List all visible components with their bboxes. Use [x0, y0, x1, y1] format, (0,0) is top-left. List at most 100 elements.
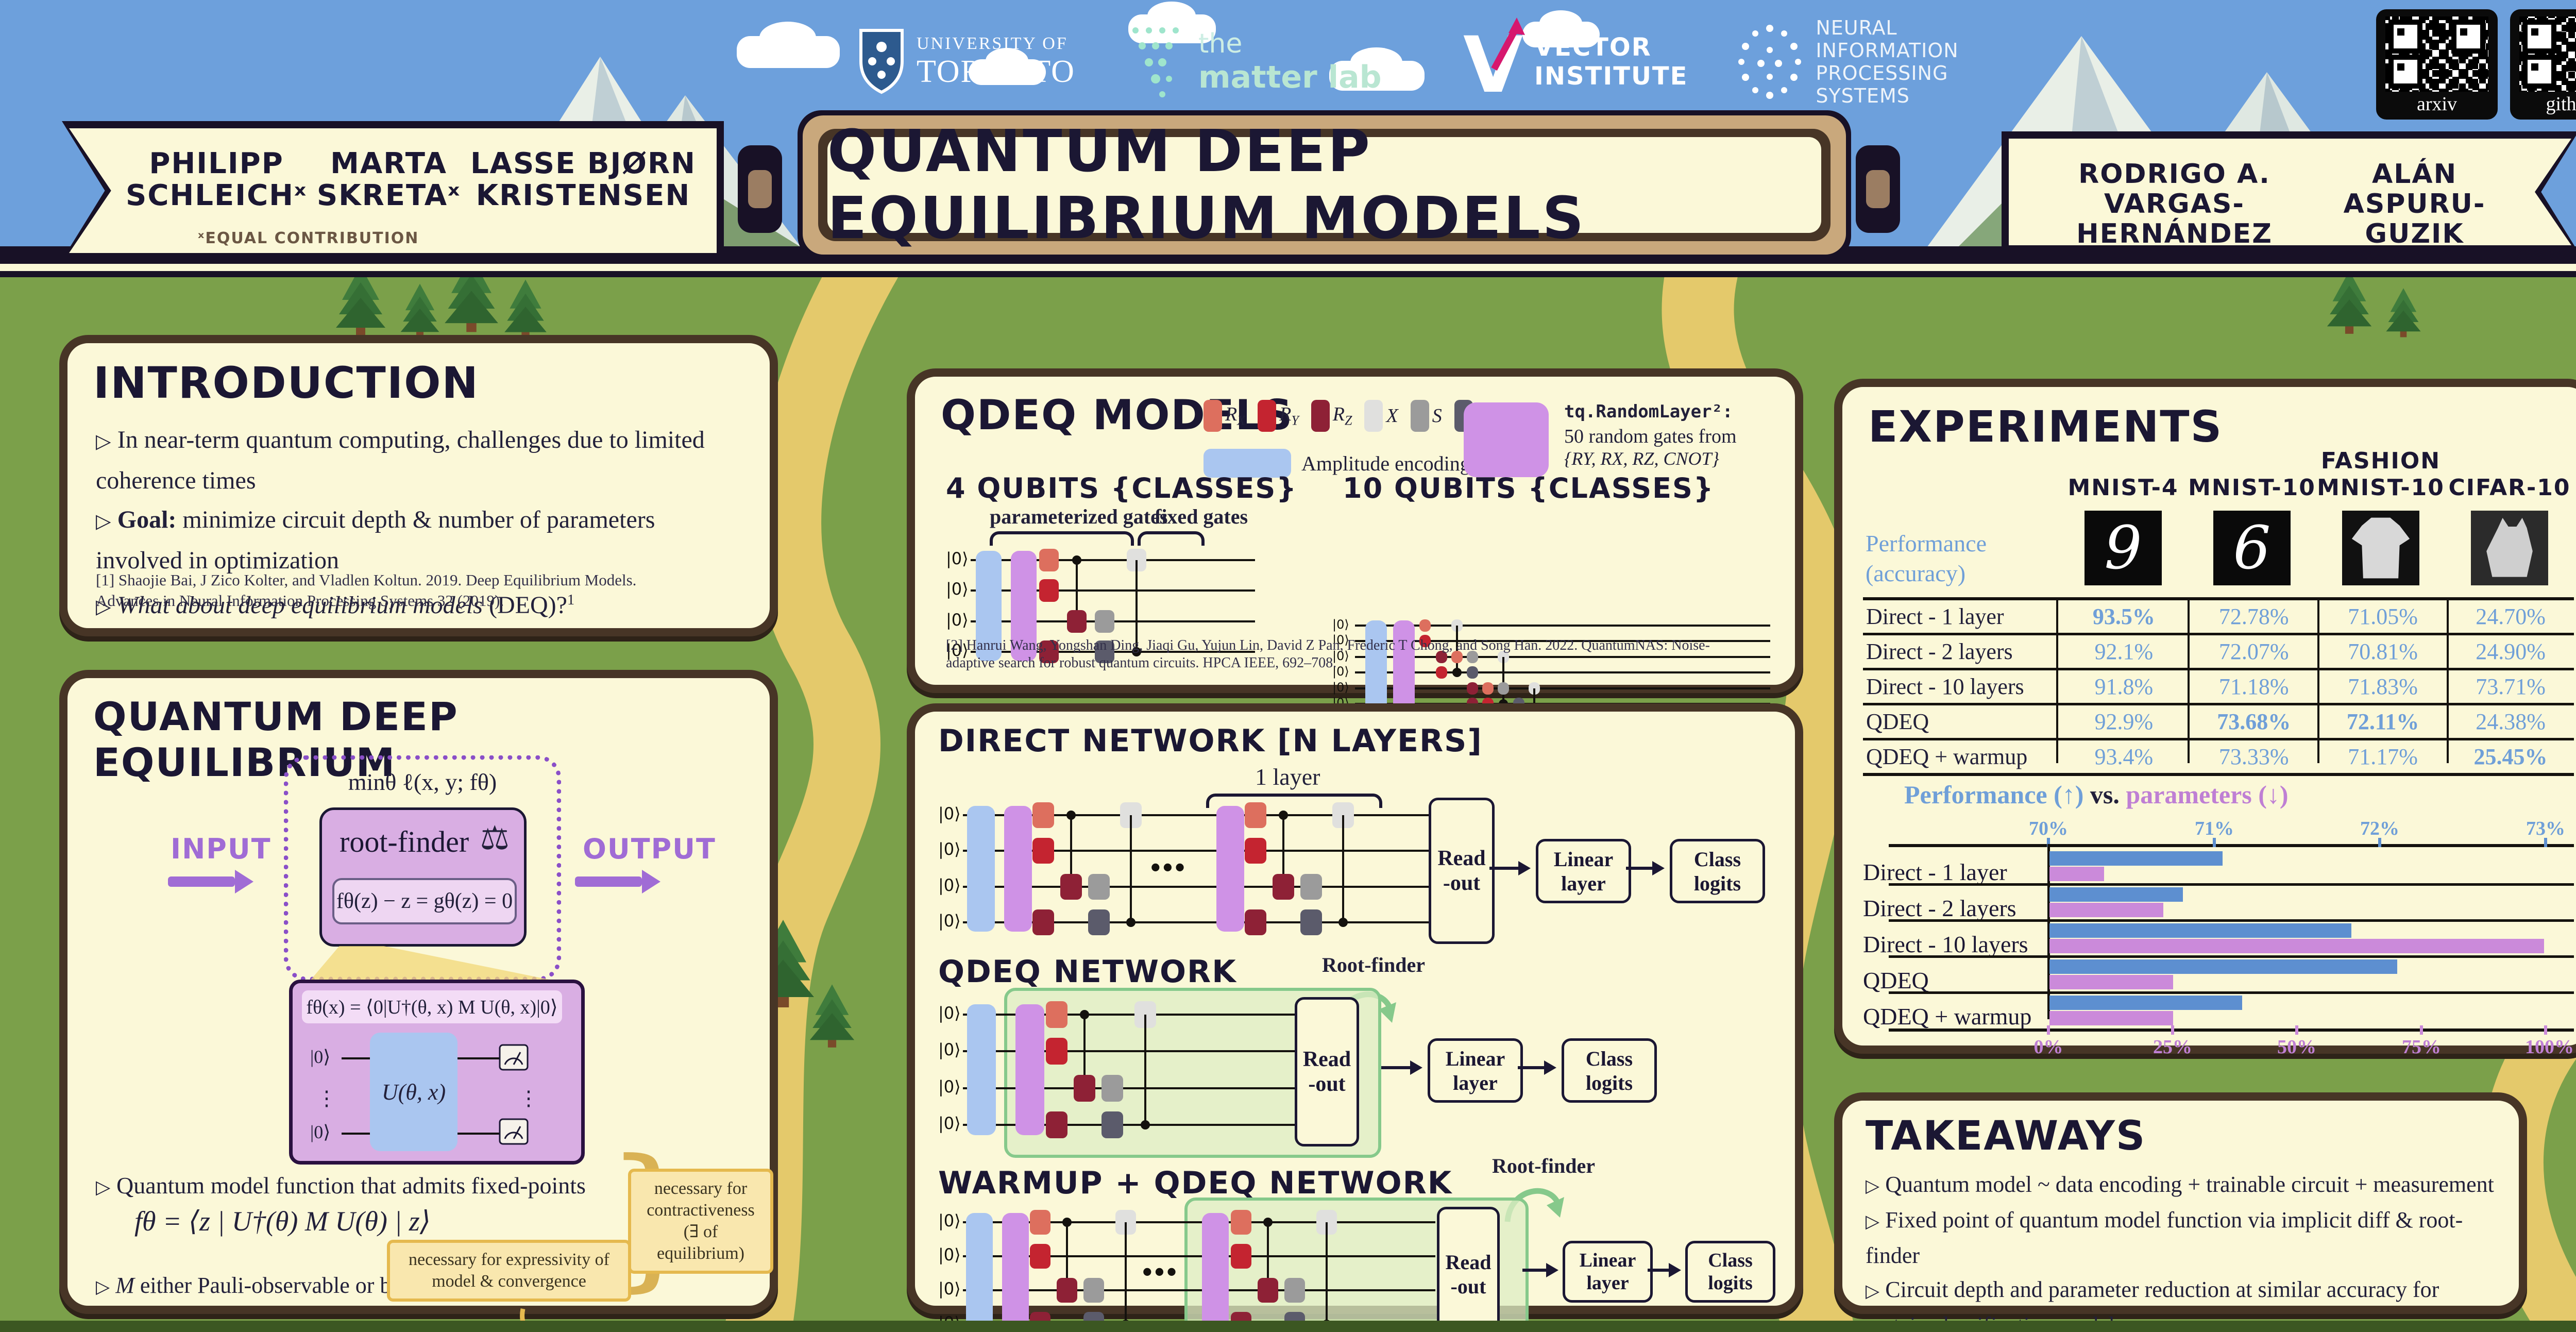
tick: [2213, 838, 2216, 847]
table-row: QDEQ 92.9% 73.68% 72.11% 24.38%: [1863, 705, 2574, 740]
row-sep: [1889, 919, 2574, 922]
dataset-mnist4: MNIST-4: [2067, 475, 2179, 501]
arrow: [1518, 1066, 1546, 1069]
rx-gate: [1039, 549, 1059, 571]
qr-finder-icon: [2388, 20, 2422, 54]
rz-gate: [1273, 873, 1294, 900]
arrowhead-icon: [1518, 861, 1531, 875]
ry-gate: [1030, 1244, 1050, 1269]
ket-label: |0⟩: [946, 579, 969, 599]
cloud: [969, 47, 1046, 85]
networks-panel: DIRECT NETWORK [N LAYERS] 1 layer |0⟩|0⟩…: [907, 703, 1803, 1332]
ket-label: |0⟩: [938, 1114, 961, 1133]
control-dot: [1132, 647, 1141, 656]
performance-bar: [2049, 887, 2183, 902]
rx-gate: [1419, 619, 1431, 632]
control-line: [1326, 1222, 1328, 1324]
hg-gate: [1101, 1111, 1123, 1138]
arrowhead-icon: [1652, 861, 1665, 875]
ket-label: |0⟩: [946, 640, 969, 660]
rz-gate-icon: [1311, 400, 1330, 432]
control-line: [1066, 1222, 1068, 1290]
cloud: [1329, 47, 1425, 91]
top-axis: [1889, 844, 2574, 847]
tick: [2047, 838, 2050, 847]
bottom-strip: [0, 1321, 2576, 1332]
qdeq-models-footnote: [2] Hanrui Wang, Yongshan Ding, Jiaqi Gu…: [946, 637, 1710, 671]
top-tick: 73%: [2526, 818, 2565, 839]
ket-label: |0⟩: [938, 875, 961, 895]
banner-beam-light: [0, 264, 2576, 271]
qde-output-label: OUTPUT: [583, 833, 716, 865]
amplitude-label: Amplitude encoding: [1301, 451, 1470, 475]
performance-bar: [2049, 996, 2243, 1010]
rz-gate: [1467, 682, 1478, 695]
qr-arxiv[interactable]: arxiv: [2376, 9, 2498, 120]
qr-finder-icon: [2522, 55, 2556, 89]
wire: [1355, 655, 1770, 658]
arrowhead-icon: [1544, 1060, 1556, 1075]
intro-bullet-1: In near-term quantum computing, challeng…: [96, 420, 730, 500]
sub-10qubits: 10 QUBITS {CLASSES}: [1343, 472, 1715, 504]
parameters-bar: [2049, 975, 2173, 989]
note-expressivity: necessary for expressivity of model & co…: [387, 1240, 631, 1302]
qr-arxiv-label: arxiv: [2416, 93, 2458, 115]
introduction-title: INTRODUCTION: [93, 358, 479, 408]
random-layer-line2: 50 random gates from: [1564, 426, 1737, 447]
row-sep: [1889, 955, 2574, 958]
circuit-direct: |0⟩|0⟩|0⟩|0⟩•••: [938, 802, 1531, 936]
chart-label: Direct - 2 layers: [1863, 895, 2016, 921]
takeaways-panel: TAKEAWAYS Quantum model ~ data encoding …: [1834, 1092, 2527, 1332]
qdeq-models-panel: QDEQ MODELS RX RY RZ X S H Amplitude enc…: [907, 368, 1803, 773]
parameters-bar: [2049, 1011, 2173, 1025]
qde-input-label: INPUT: [171, 833, 272, 865]
uoft-text-small: UNIVERSITY OF: [917, 33, 1068, 53]
ry-gate-icon: [1258, 400, 1277, 432]
circuit-4qubits: |0⟩|0⟩|0⟩|0⟩: [946, 547, 1276, 665]
rx-gate: [1482, 682, 1494, 695]
s-gate-icon: [1410, 400, 1429, 432]
readout-box: Read-out: [1429, 798, 1495, 944]
qde-panel: QUANTUM DEEP EQUILIBRIUM INPUT minθ ℓ(x,…: [59, 670, 778, 1332]
sg-gate: [1101, 1074, 1123, 1102]
ry-gate: [1436, 666, 1447, 679]
control-line: [1456, 626, 1458, 673]
dataset-cifar10: CIFAR-10: [2448, 475, 2571, 501]
wire: [963, 1124, 1296, 1126]
chart-area: 70% 71% 72% 73% Direct - 1 layer Direct …: [1842, 817, 2576, 1058]
root-finder-box: root-finder ⚖ fθ(z) − z = gθ(z) = 0: [319, 807, 527, 947]
vector-text-2: INSTITUTE: [1534, 62, 1688, 91]
control-line: [1282, 815, 1284, 887]
table-vline: [2056, 597, 2058, 763]
wire: [963, 885, 1433, 888]
qr-github[interactable]: github: [2510, 9, 2576, 120]
circuit-qdeq: |0⟩|0⟩|0⟩|0⟩: [938, 1000, 1479, 1139]
sg-gate: [1083, 1278, 1104, 1303]
equal-contribution-note: ˣEQUAL CONTRIBUTION: [198, 229, 419, 247]
wire: [963, 814, 1433, 816]
parameters-bar: [2049, 867, 2104, 881]
control-line: [1130, 815, 1132, 922]
root-finder-label: Root-finder: [1492, 1154, 1595, 1177]
bottom-axis: [1889, 1028, 2574, 1032]
takeaway-bullet-2: Fixed point of quantum model function vi…: [1866, 1203, 2499, 1273]
random-layer-bar: [1216, 806, 1244, 932]
qr-github-pattern: [2519, 16, 2576, 92]
qde-bullet-1: Quantum model function that admits fixed…: [96, 1172, 798, 1199]
ket-label: |0⟩: [310, 1047, 331, 1067]
ry-gate: [1419, 635, 1431, 648]
uoft-text-large: TORONTO: [917, 54, 1075, 89]
chart-label: QDEQ: [1863, 967, 1929, 993]
ket-label: |0⟩: [938, 1245, 961, 1264]
arrow: [1626, 867, 1654, 870]
warmup-network-title: WARMUP + QDEQ NETWORK: [938, 1165, 1453, 1201]
uoft-logo: UNIVERSITY OF TORONTO: [858, 21, 1100, 103]
hg-gate: [1300, 909, 1322, 935]
neurips-text-1: NEURAL INFORMATION: [1816, 16, 1959, 62]
vector-logo: V VECTOR INSTITUTE: [1463, 18, 1700, 110]
control-line: [1144, 1015, 1146, 1125]
sg-gate: [1467, 650, 1478, 663]
